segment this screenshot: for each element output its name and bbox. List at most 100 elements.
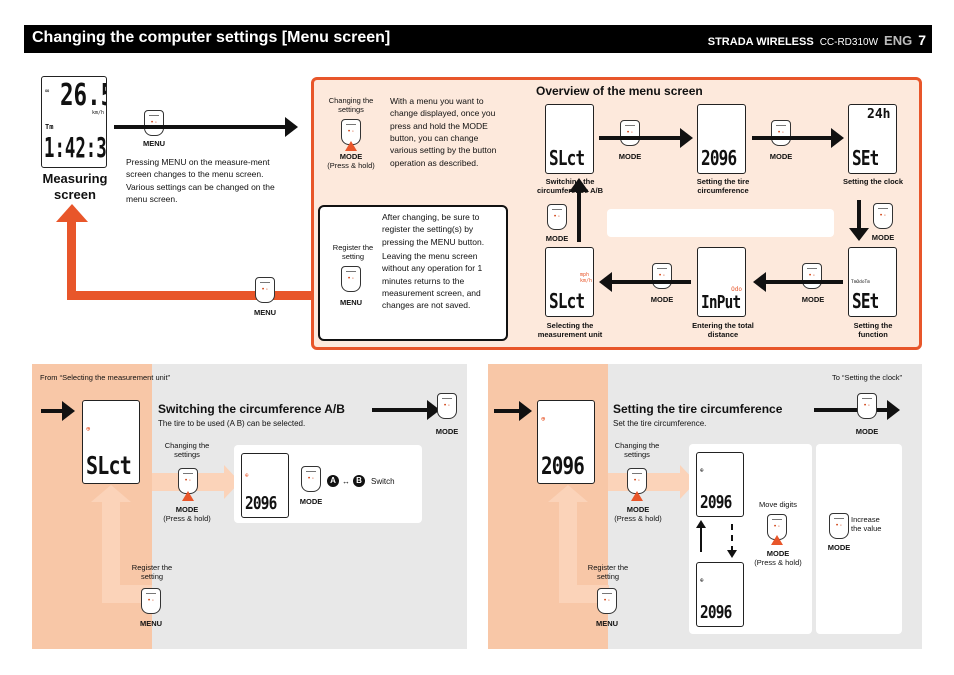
return-arrow-vertical [67, 220, 76, 300]
lcd-main: ⊕2096 [537, 400, 595, 484]
arrow-right-icon [494, 401, 532, 421]
register-caption: Register the setting [131, 563, 173, 581]
increase-label: Increase the value [851, 515, 882, 533]
arrow-up-peach-icon [548, 485, 588, 502]
language-tag: ENG [884, 33, 913, 48]
page-number: 7 [918, 32, 926, 48]
device-button-icon[interactable] [829, 513, 849, 539]
section-description: Set the tire circumference. [613, 419, 707, 428]
section-title: Setting the tire circumference [613, 402, 783, 416]
device-button-icon[interactable] [141, 588, 161, 614]
menu-label: MENU [253, 308, 277, 317]
page-header: Changing the computer settings [Menu scr… [24, 25, 932, 53]
arrow-left-icon [753, 272, 843, 292]
device-button-icon[interactable] [144, 110, 164, 136]
lcd-digit-b: ⊕2096 [696, 562, 744, 627]
device-button-icon[interactable] [437, 393, 457, 419]
arrow-up-icon [696, 520, 706, 528]
mode-label: MODE [618, 152, 642, 161]
brand-name: STRADA WIRELESS [707, 36, 814, 48]
press-arrow-icon [182, 491, 194, 501]
arrow-left-icon [599, 272, 691, 292]
to-caption: To “Setting the clock” [831, 373, 902, 382]
model-number: CC-RD310W [819, 37, 879, 48]
mode-label: MODE [339, 152, 363, 161]
overview-title: Overview of the menu screen [536, 84, 703, 98]
mode-label: MODE [650, 295, 674, 304]
changing-settings-caption: Changing the settings [614, 441, 660, 459]
lcd-small: ⊕2096 [241, 453, 289, 518]
lcd-tire-circ: 2096 [697, 104, 746, 174]
increase-box [816, 444, 902, 634]
screen-label: Selecting the measurement unit [537, 321, 603, 339]
device-button-icon[interactable] [802, 263, 822, 289]
header-right: STRADA WIRELESS CC-RD310W ENG 7 [708, 32, 926, 48]
arrow-right-icon [41, 401, 75, 421]
device-button-icon[interactable] [620, 120, 640, 146]
device-button-icon[interactable] [873, 203, 893, 229]
mode-label: MODE [769, 152, 793, 161]
change-description: With a menu you want to change displayed… [390, 96, 497, 168]
arrow-right-icon [814, 400, 900, 420]
arrow-up-shaft [577, 190, 581, 242]
device-button-icon[interactable] [857, 393, 877, 419]
mode-label: MODE [435, 427, 459, 436]
screen-label: Entering the total distance [692, 321, 754, 339]
changing-settings-caption: Changing the settings [328, 96, 374, 114]
press-hold-label: (Press & hold) [327, 161, 375, 170]
menu-label: MENU [139, 619, 163, 628]
menu-label: MENU [339, 298, 363, 307]
measuring-lcd: ∞ 26.5 km/h Tm 1:42:38 [41, 76, 107, 168]
device-button-icon[interactable] [301, 466, 321, 492]
arrow-up-icon [569, 178, 589, 192]
device-button-icon[interactable] [771, 120, 791, 146]
mode-label: MODE [855, 427, 879, 436]
device-button-icon[interactable] [255, 277, 275, 303]
switch-a-b: A ↔ B Switch [327, 475, 395, 487]
mode-label: MODE [801, 295, 825, 304]
press-arrow-icon [771, 535, 783, 545]
notes: After changing, be sure to register the … [382, 212, 485, 311]
mode-label: MODE [545, 234, 569, 243]
register-caption: Register the setting [587, 563, 629, 581]
register-caption: Register the setting [332, 243, 374, 261]
tm-indicator: Tm [45, 123, 54, 131]
arrow-right-icon [599, 128, 693, 148]
device-button-icon[interactable] [652, 263, 672, 289]
section-description: The tire to be used (A B) can be selecte… [158, 419, 306, 428]
return-arrow-head-icon [56, 204, 88, 222]
return-arrow-horizontal [67, 291, 313, 300]
screen-label: Setting the function [853, 321, 893, 339]
arrow-down-icon [727, 550, 737, 558]
mode-label: MODE [299, 497, 323, 506]
device-button-icon[interactable] [627, 468, 647, 494]
press-arrow-icon [631, 491, 643, 501]
mode-label: MODE [871, 233, 895, 242]
changing-settings-caption: Changing the settings [164, 441, 210, 459]
device-button-icon[interactable] [341, 266, 361, 292]
device-button-icon[interactable] [597, 588, 617, 614]
from-caption: From “Selecting the measurement unit” [40, 373, 171, 382]
screen-label: Setting the tire circumference [696, 177, 750, 195]
arrow-down-icon [849, 228, 869, 241]
measuring-description: Pressing MENU on the measure-ment screen… [126, 157, 275, 204]
arrow-down-shaft [857, 200, 861, 230]
lcd-digit-a: ⊕2096 [696, 452, 744, 517]
section-title: Switching the circumference A/B [158, 402, 345, 416]
lcd-main: ⊕SLct [82, 400, 140, 484]
arrow-right-icon [752, 128, 844, 148]
move-digits-label: Move digits [759, 500, 797, 509]
press-arrow-icon [345, 141, 357, 151]
device-button-icon[interactable] [547, 204, 567, 230]
menu-label: MENU [142, 139, 166, 148]
arrow-right-icon [114, 117, 298, 137]
time-readout: 1:42:38 [44, 131, 107, 164]
speed-readout: 26.5 [60, 78, 106, 113]
arrow-up-peach-icon [91, 485, 131, 502]
mode-label: MODE [827, 543, 851, 552]
lcd-switch-circ: SLct [545, 104, 594, 174]
